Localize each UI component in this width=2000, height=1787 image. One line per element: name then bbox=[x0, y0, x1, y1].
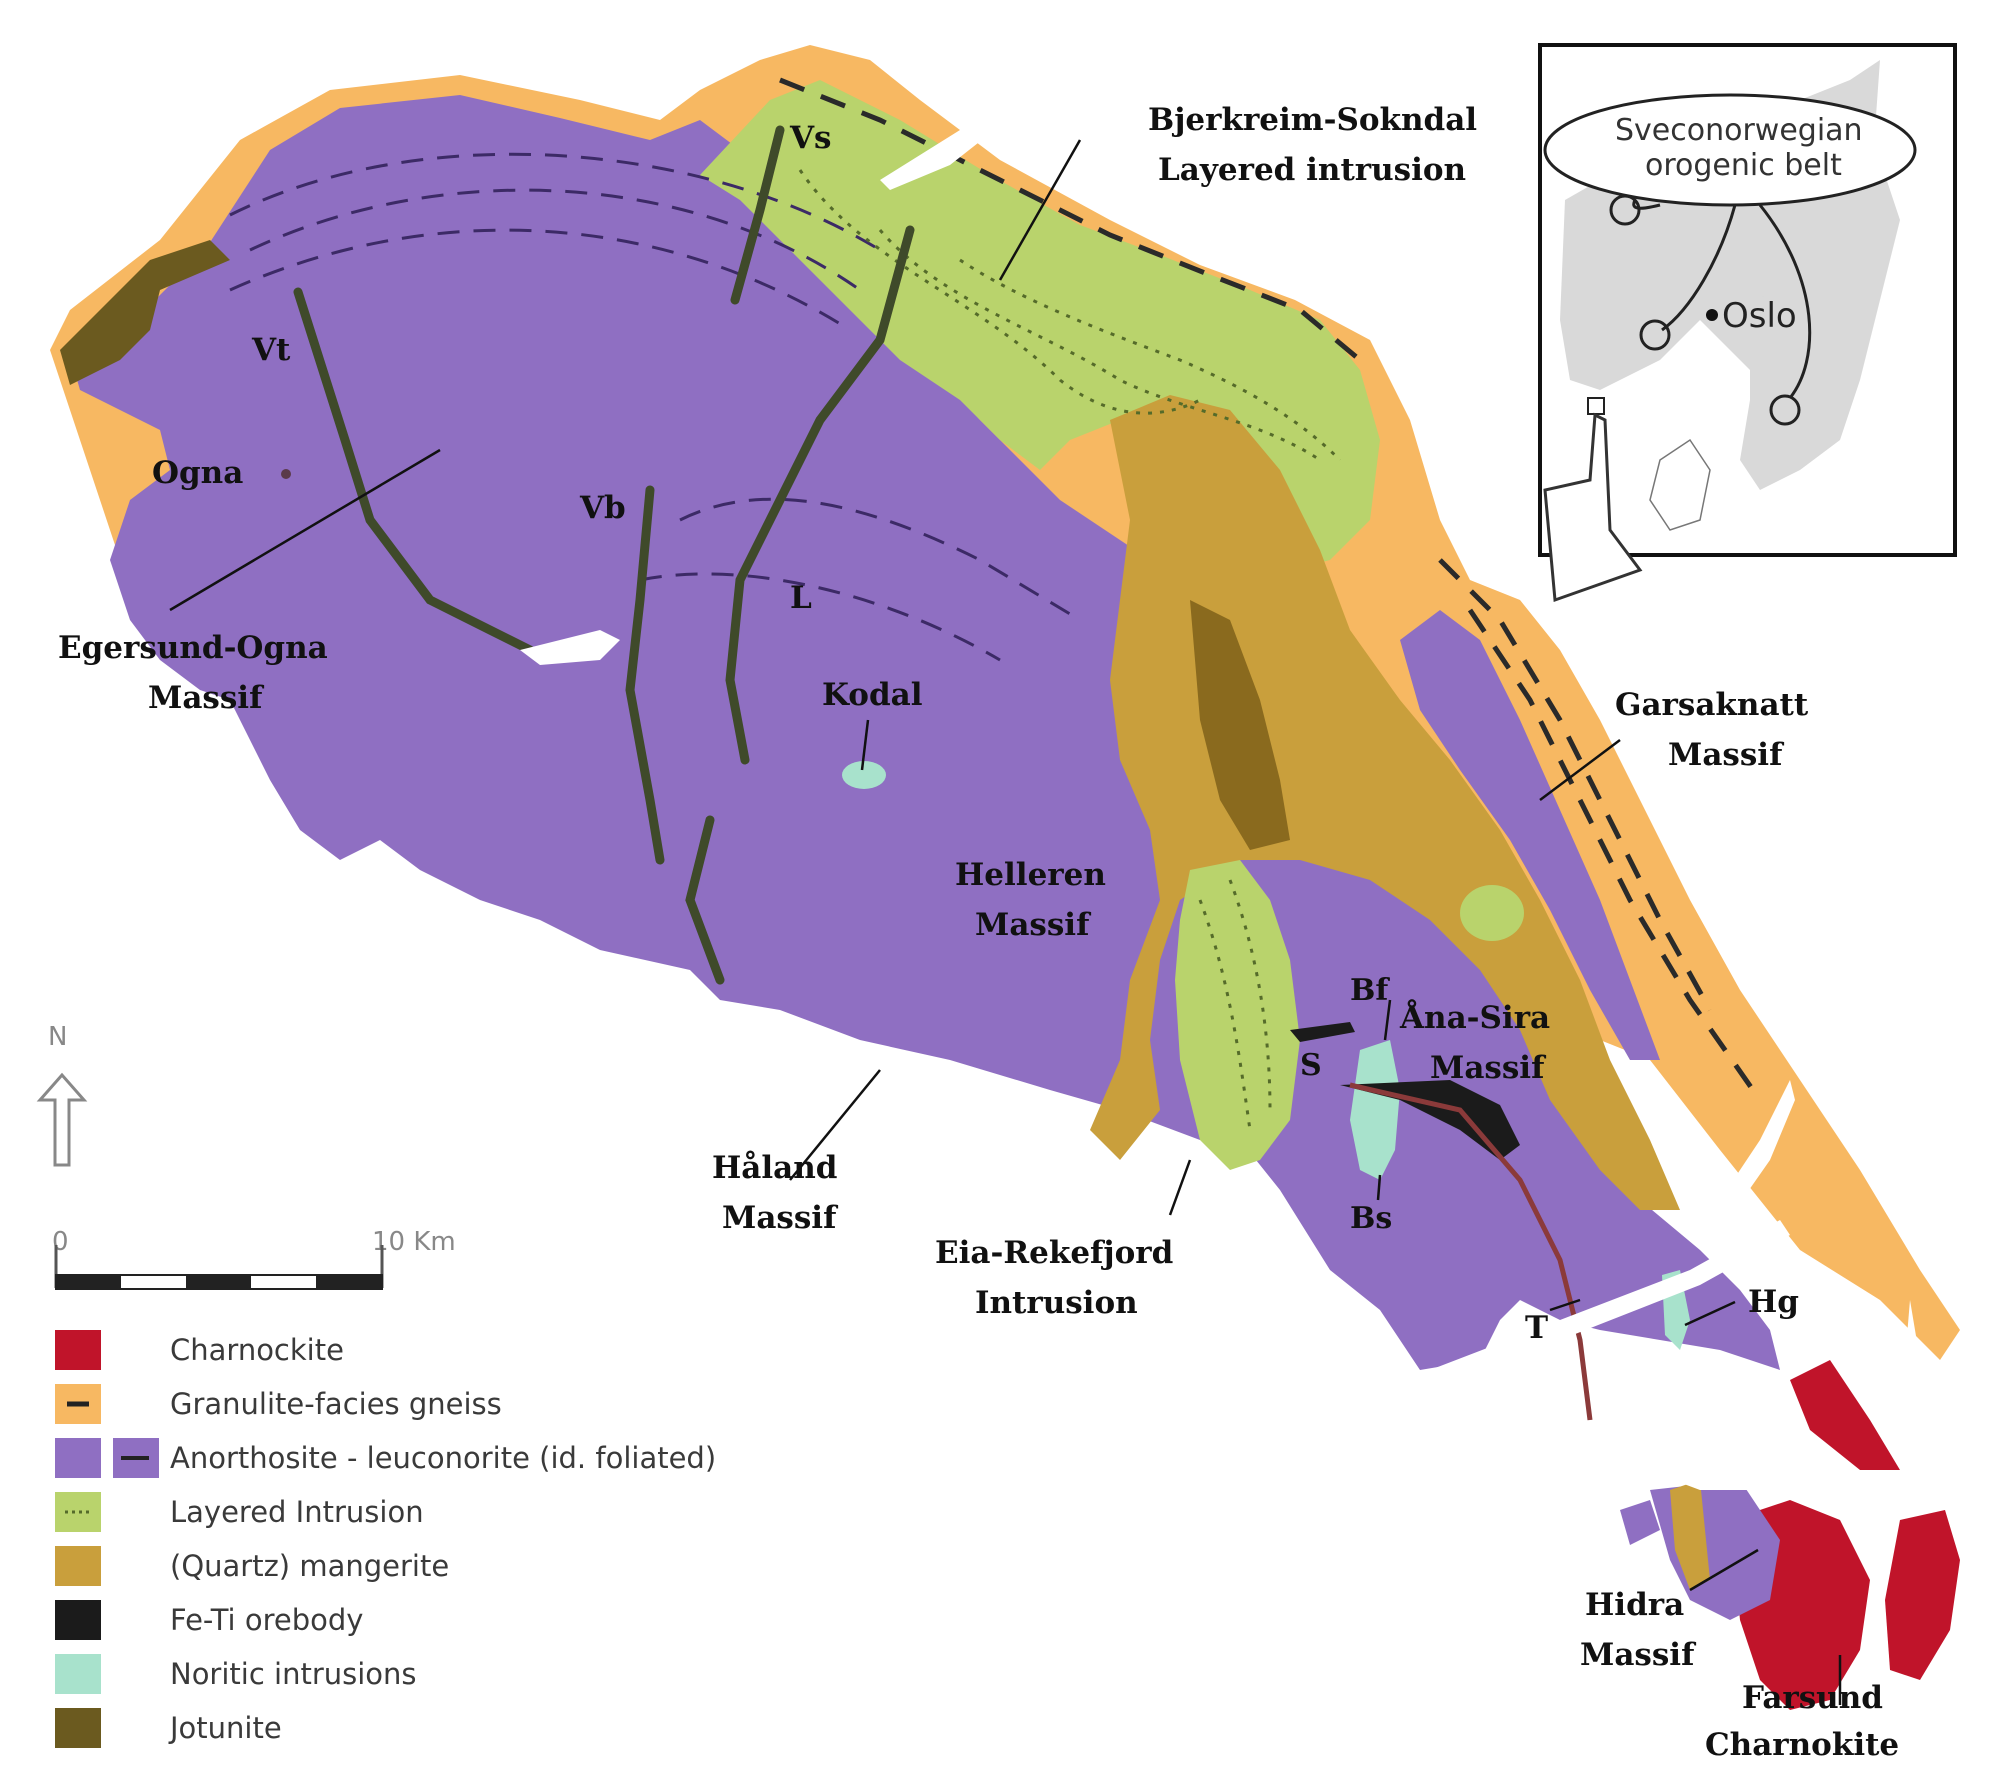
label-farsund-1: Farsund bbox=[1742, 1680, 1883, 1716]
legend-label: Anorthosite - leuconorite (id. foliated) bbox=[170, 1441, 716, 1475]
fe-ti-orebody bbox=[1340, 1080, 1520, 1160]
label-helleren-1: Helleren bbox=[955, 857, 1106, 893]
island-unit bbox=[1620, 1500, 1660, 1545]
noritic-kodal bbox=[842, 761, 886, 789]
scale-end: 10 Km bbox=[372, 1227, 456, 1257]
label-egersund-2: Massif bbox=[148, 680, 264, 716]
charnockite-unit-3 bbox=[1790, 1360, 1900, 1470]
legend-swatch bbox=[55, 1546, 101, 1586]
inset-belt-line2: orogenic belt bbox=[1645, 148, 1842, 183]
label-ogna: Ogna bbox=[152, 455, 243, 491]
legend-swatch bbox=[55, 1708, 101, 1748]
legend-label: Charnockite bbox=[170, 1333, 344, 1367]
label-eia-2: Intrusion bbox=[975, 1285, 1138, 1321]
inset-sweden bbox=[1740, 160, 1900, 490]
label-bjerkreim-1: Bjerkreim-Sokndal bbox=[1148, 102, 1477, 138]
legend-label: (Quartz) mangerite bbox=[170, 1549, 449, 1583]
label-vt: Vt bbox=[251, 332, 291, 368]
inset-belt-line1: Sveconorwegian bbox=[1615, 113, 1863, 148]
noritic-ana-sira bbox=[1350, 1040, 1400, 1180]
ogna-dot bbox=[281, 469, 291, 479]
legend-label: Granulite-facies gneiss bbox=[170, 1387, 502, 1421]
mangerite-unit bbox=[1090, 395, 1680, 1210]
label-kodal: Kodal bbox=[822, 677, 922, 713]
layering-dots bbox=[798, 169, 1342, 1131]
inset-oslo: Oslo bbox=[1722, 296, 1797, 336]
label-helleren-2: Massif bbox=[975, 907, 1091, 943]
t-dyke bbox=[1349, 1082, 1593, 1421]
label-vb: Vb bbox=[579, 490, 626, 526]
north-label: N bbox=[48, 1022, 67, 1052]
layered-oval bbox=[1460, 885, 1524, 941]
scale-bar: 0 10 Km bbox=[52, 1227, 456, 1290]
label-farsund-2: Charnokite bbox=[1705, 1727, 1899, 1763]
jotunite-unit bbox=[60, 240, 230, 385]
label-hidra-1: Hidra bbox=[1585, 1587, 1684, 1623]
legend-swatch bbox=[55, 1438, 101, 1478]
dykes bbox=[293, 125, 915, 985]
label-vs: Vs bbox=[789, 120, 832, 156]
label-hg: Hg bbox=[1748, 1284, 1799, 1320]
label-haland-1: Håland bbox=[712, 1149, 837, 1186]
label-t: T bbox=[1525, 1310, 1548, 1346]
inset-belt-ellipse bbox=[1543, 93, 1917, 207]
scale-start: 0 bbox=[52, 1227, 69, 1257]
label-egersund-1: Egersund-Ogna bbox=[58, 630, 328, 666]
legend-label: Noritic intrusions bbox=[170, 1657, 417, 1691]
legend-swatch bbox=[55, 1330, 101, 1370]
inset-denmark bbox=[1649, 438, 1711, 531]
legend-label: Jotunite bbox=[168, 1711, 282, 1745]
gneiss-foliation bbox=[779, 77, 1763, 1102]
mangerite-dark-unit bbox=[1190, 600, 1290, 850]
garsaknatt-unit bbox=[1400, 610, 1660, 1060]
leader-lines bbox=[169, 139, 1842, 1705]
legend-swatch bbox=[55, 1492, 101, 1532]
label-bjerkreim-2: Layered intrusion bbox=[1158, 152, 1466, 188]
label-l: L bbox=[790, 580, 812, 616]
label-garsaknatt-1: Garsaknatt bbox=[1615, 687, 1809, 723]
foliation-lines bbox=[229, 152, 1081, 662]
label-ana-sira-1: Åna-Sira bbox=[1399, 998, 1550, 1036]
inset-map: Sveconorwegian orogenic belt Oslo bbox=[1538, 43, 1957, 603]
fjords bbox=[520, 50, 1920, 1490]
label-garsaknatt-2: Massif bbox=[1668, 737, 1784, 773]
inset-arrow bbox=[1543, 412, 1643, 603]
label-haland-2: Massif bbox=[722, 1200, 838, 1236]
label-s: S bbox=[1300, 1048, 1322, 1083]
legend-label: Layered Intrusion bbox=[170, 1495, 424, 1529]
label-ana-sira-2: Massif bbox=[1430, 1050, 1546, 1086]
charnockite-unit-2 bbox=[1885, 1510, 1960, 1680]
label-bf: Bf bbox=[1350, 973, 1390, 1008]
fe-ti-orebody-s bbox=[1290, 1022, 1355, 1042]
anorthosite-unit bbox=[70, 95, 1780, 1370]
label-bs: Bs bbox=[1350, 1201, 1392, 1236]
legend-label: Fe-Ti orebody bbox=[170, 1603, 363, 1637]
legend-swatch bbox=[55, 1600, 101, 1640]
north-arrow: N bbox=[36, 1022, 88, 1167]
hidra-mangerite bbox=[1670, 1480, 1710, 1590]
label-hidra-2: Massif bbox=[1580, 1637, 1696, 1673]
label-eia-1: Eia-Rekefjord bbox=[935, 1235, 1173, 1271]
legend-swatch bbox=[55, 1654, 101, 1694]
